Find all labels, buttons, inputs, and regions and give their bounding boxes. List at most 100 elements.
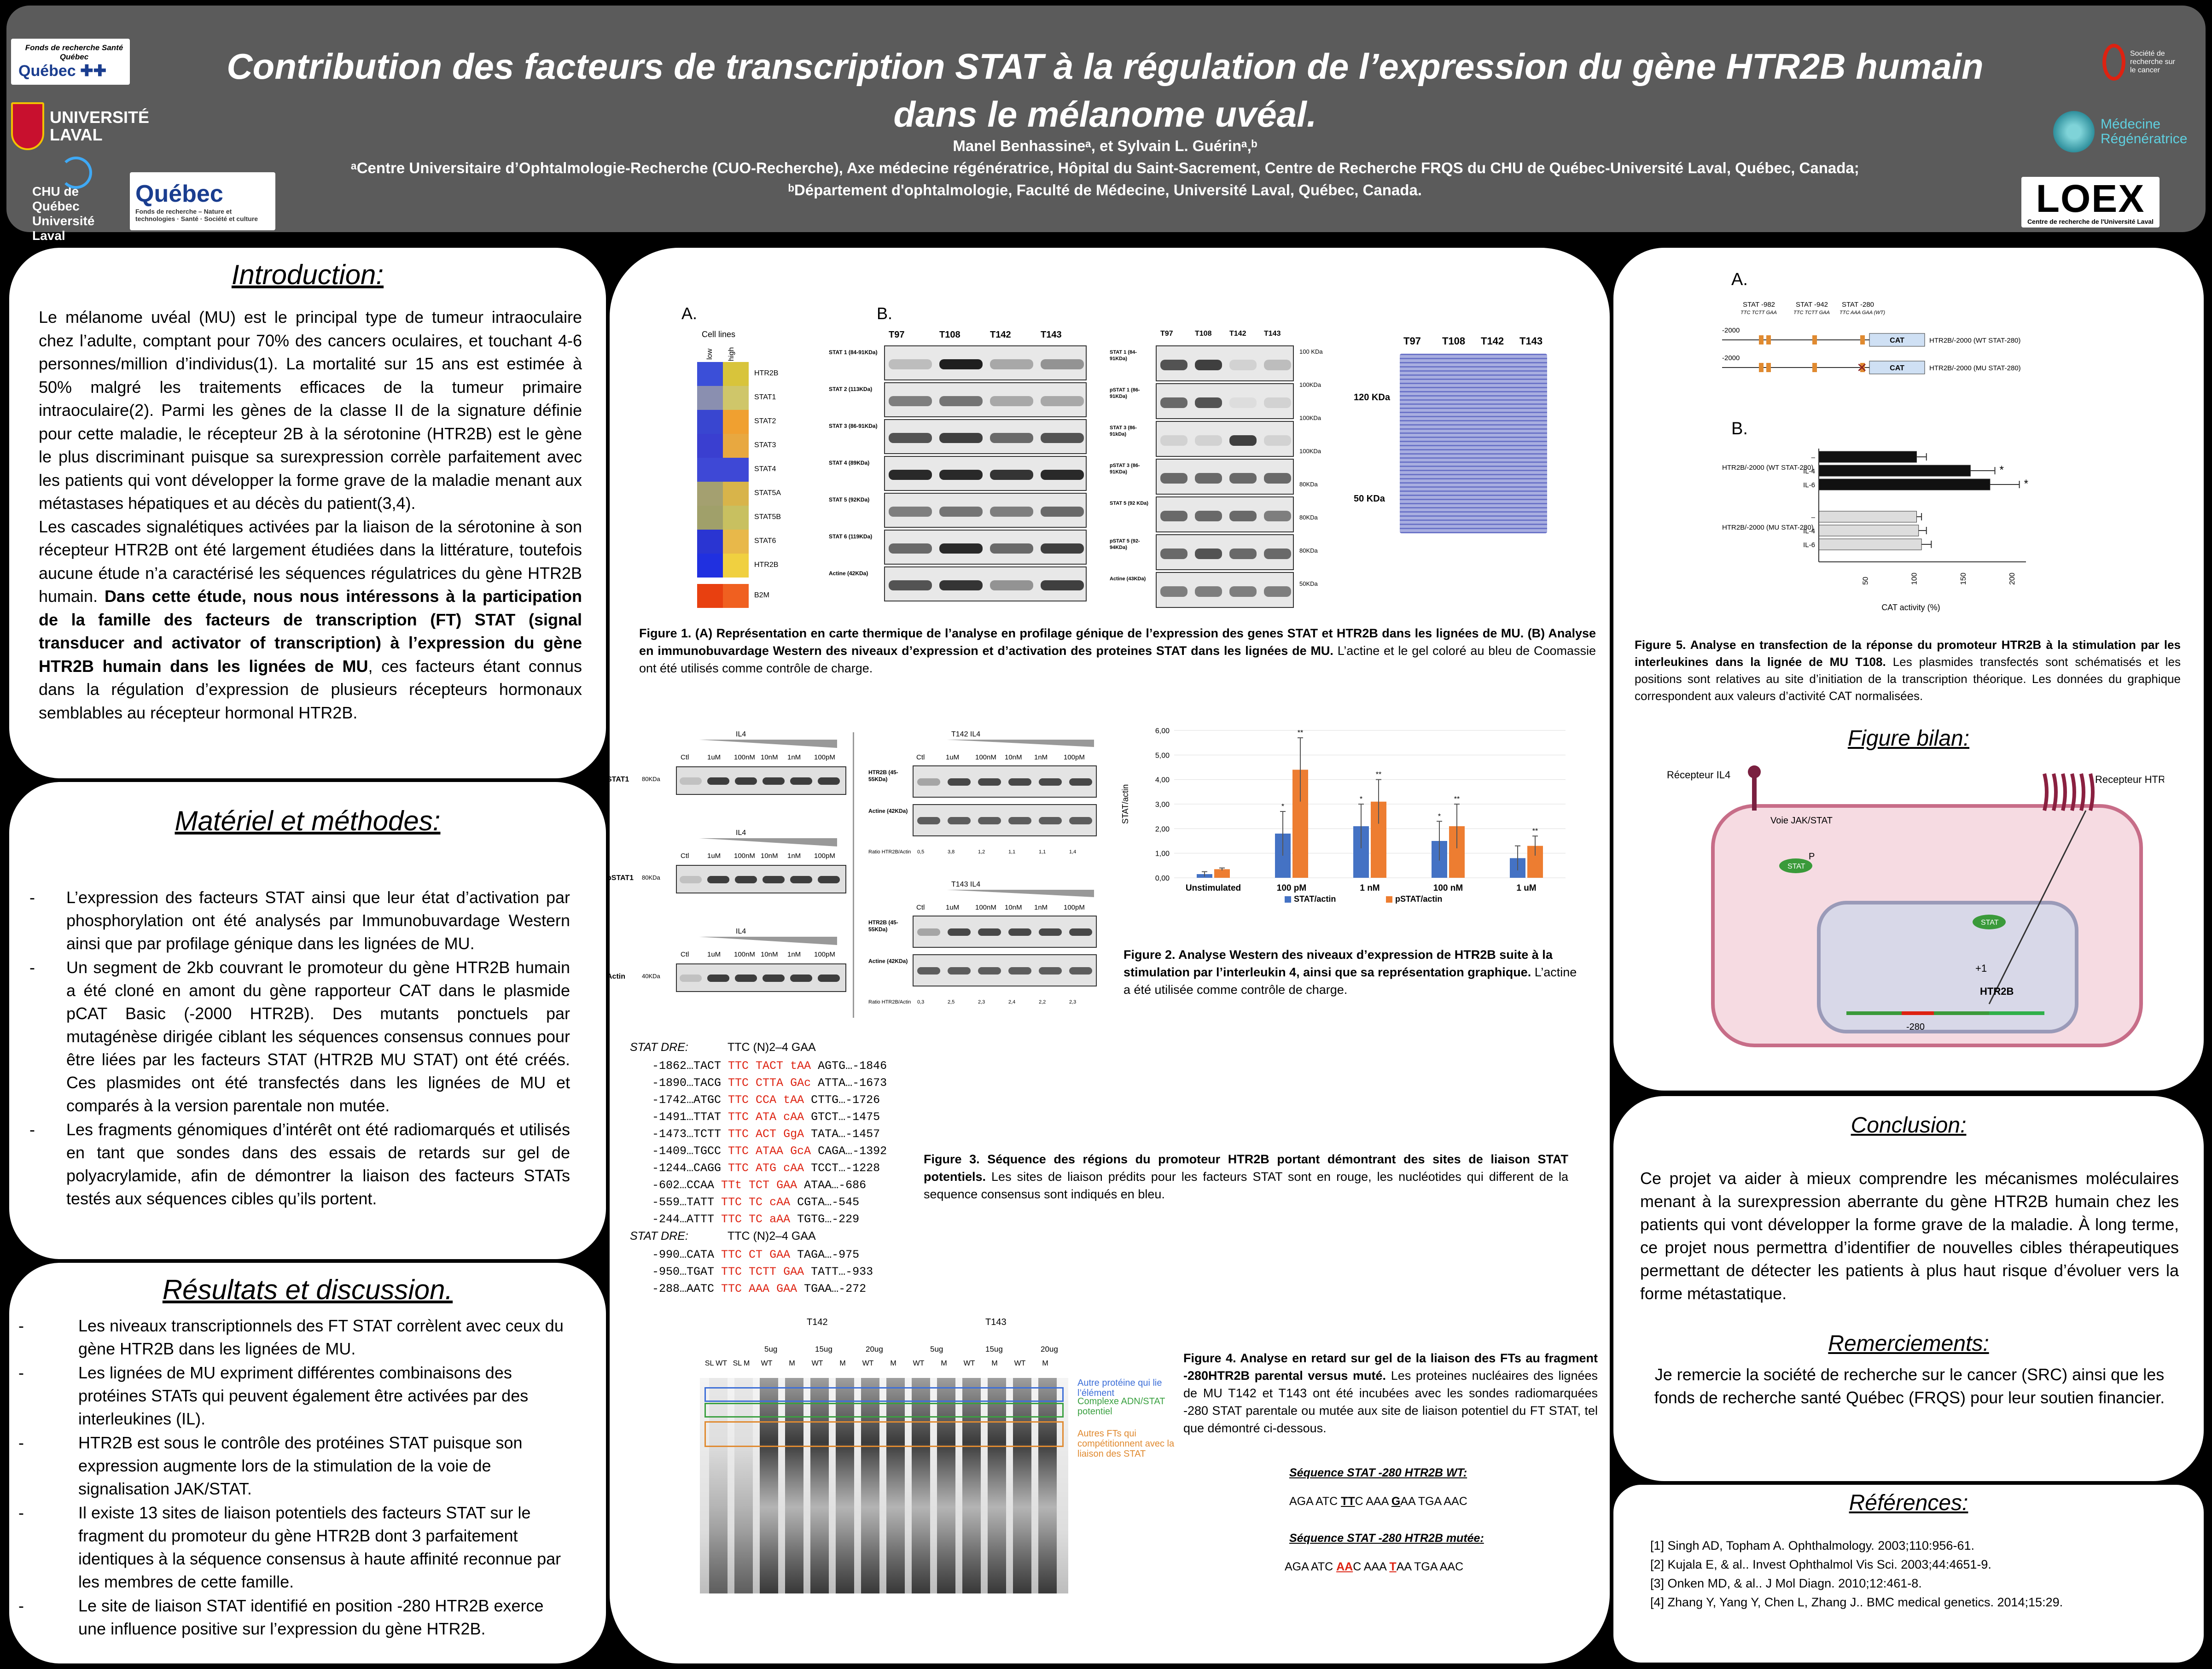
fig1-caption: Figure 1. (A) Représentation en carte th… xyxy=(639,626,1596,675)
lane-label: 1nM xyxy=(1034,753,1048,761)
chu-swoosh-icon xyxy=(60,157,92,189)
chart-xtick: 1 nM xyxy=(1360,883,1380,893)
methods-panel: Matériel et méthodes: L’expression des f… xyxy=(9,782,606,1259)
blot-band xyxy=(1264,586,1291,597)
blot-band xyxy=(917,778,940,786)
lane-label: 100nM xyxy=(975,753,996,761)
ratio-value: 2,3 xyxy=(978,999,985,1005)
heatmap-cell xyxy=(697,458,723,482)
blot-strip xyxy=(884,566,1087,601)
gradient-triangle-icon xyxy=(699,937,837,945)
blot-strip xyxy=(1156,572,1294,608)
chart-bar xyxy=(1214,869,1230,878)
ratio-value: 2,2 xyxy=(1039,999,1046,1005)
seq-site-end: tAA xyxy=(790,1059,818,1073)
poster-title: Contribution des facteurs de transcripti… xyxy=(227,46,1984,134)
emsa-lane xyxy=(810,1378,829,1593)
blot-band xyxy=(1195,397,1222,408)
seq-flank: CGTA…-545 xyxy=(797,1196,860,1209)
lane-label: 100nM xyxy=(734,852,755,860)
emsa-lane xyxy=(785,1378,803,1593)
blot-band xyxy=(735,876,757,883)
results-panel: Résultats et discussion. Les niveaux tra… xyxy=(9,1263,606,1663)
blot-band xyxy=(1264,510,1291,521)
results-item: Les lignées de MU expriment différentes … xyxy=(18,1361,571,1430)
lane-label: 100nM xyxy=(734,753,755,761)
fig1-label-b: B. xyxy=(877,304,893,323)
cat-row-label: IL-4 xyxy=(1803,527,1815,535)
heatmap-cell xyxy=(723,410,749,434)
blot-strip xyxy=(884,345,1087,380)
chart-significance: ** xyxy=(1376,771,1381,779)
chart-legend-swatch xyxy=(1285,896,1291,903)
heatmap-row-label: HTR2B xyxy=(754,561,779,569)
heatmap-cell xyxy=(723,386,749,410)
cat-xtick: 50 xyxy=(1862,577,1869,585)
lane-label: 10nM xyxy=(761,852,778,860)
blot-band xyxy=(1039,778,1062,786)
blot-band xyxy=(1264,397,1291,408)
src-logo: Société de recherche sur le cancer xyxy=(2102,37,2204,88)
emsa-legend-label: Autre protéine qui lie l’élément xyxy=(1077,1378,1162,1398)
emsa-legend-label: Autres FTs qui compétitionnent avec la l… xyxy=(1077,1429,1175,1459)
blot-band xyxy=(948,967,971,975)
cat-box xyxy=(1869,333,1925,347)
emsa-highlight-box xyxy=(704,1421,1064,1447)
blot-kda-label: 80KDa xyxy=(642,776,660,782)
sequence-row: -950…TGAT TTC TCTT GAA TATT…-933 xyxy=(652,1263,873,1280)
seq-site-end: cAA xyxy=(769,1196,797,1209)
gradient-triangle-icon xyxy=(947,890,1094,897)
blot-band xyxy=(990,359,1033,370)
cat-activity-bar xyxy=(1818,511,1917,523)
blot-strip xyxy=(1156,534,1294,570)
poster-header xyxy=(6,6,2206,232)
construct-start: -2000 xyxy=(1722,354,1740,362)
blot-band xyxy=(978,967,1001,975)
blot-band xyxy=(680,777,702,785)
blot-lane-label: T108 xyxy=(1195,330,1212,338)
blot-marker-label: 80KDa xyxy=(1299,514,1318,521)
blot-band xyxy=(763,777,785,785)
blot-band xyxy=(1264,435,1291,446)
blot-band xyxy=(763,876,785,883)
blot-row-label: STAT 3 (86-91kDa) xyxy=(1110,425,1137,437)
thanks-title: Remerciements: xyxy=(1828,1331,1989,1356)
seq-site: TTC ACT xyxy=(728,1127,784,1141)
blot-lane-label: T142 xyxy=(990,330,1011,340)
cat-activity-bar xyxy=(1818,465,1971,477)
il4-header: IL4 xyxy=(736,730,746,738)
blot-lane-label: T143 xyxy=(1264,330,1281,338)
blot-band xyxy=(978,928,1001,936)
blot-band xyxy=(1264,548,1291,559)
cat-significance: * xyxy=(2024,478,2028,490)
lane-label: 1uM xyxy=(707,951,721,958)
blot-band xyxy=(1069,778,1092,786)
results-item: Le site de liaison STAT identifié en pos… xyxy=(18,1594,571,1640)
heatmap-cell xyxy=(723,554,749,578)
blot-row-label: STAT 3 (86-91KDa) xyxy=(829,423,878,429)
chart-xtick: Unstimulated xyxy=(1186,883,1241,893)
results-title: Résultats et discussion. xyxy=(162,1274,453,1305)
blot-band xyxy=(707,876,729,883)
seq-site: TTC ATG xyxy=(728,1161,784,1175)
blot-row-label: STAT 5 (92KDa) xyxy=(829,496,870,503)
blot-band xyxy=(1264,473,1291,484)
lane-label: 1nM xyxy=(787,852,801,860)
seq-flank: ATTA…-1673 xyxy=(818,1076,887,1090)
blot-strip xyxy=(884,419,1087,454)
blot-strip xyxy=(913,765,1097,798)
stat-site-seq: TTC TCTT GAA xyxy=(1740,310,1777,315)
blot-band xyxy=(939,507,983,517)
blot-band xyxy=(1160,510,1187,521)
seq-site-end: GAA xyxy=(769,1248,797,1261)
blot-lane-label: T142 xyxy=(1229,330,1246,338)
stat-site-box xyxy=(1759,363,1764,372)
blot-band xyxy=(948,778,971,786)
blot-band xyxy=(1229,548,1257,559)
blot-row-label: Actine (42KDa) xyxy=(868,808,908,814)
reference-item: [2] Kujala E, & al.. Invest Ophthalmol V… xyxy=(1650,1558,1991,1571)
heatmap-cell xyxy=(697,506,723,530)
blot-row-label: Actine (42KDa) xyxy=(829,570,868,577)
